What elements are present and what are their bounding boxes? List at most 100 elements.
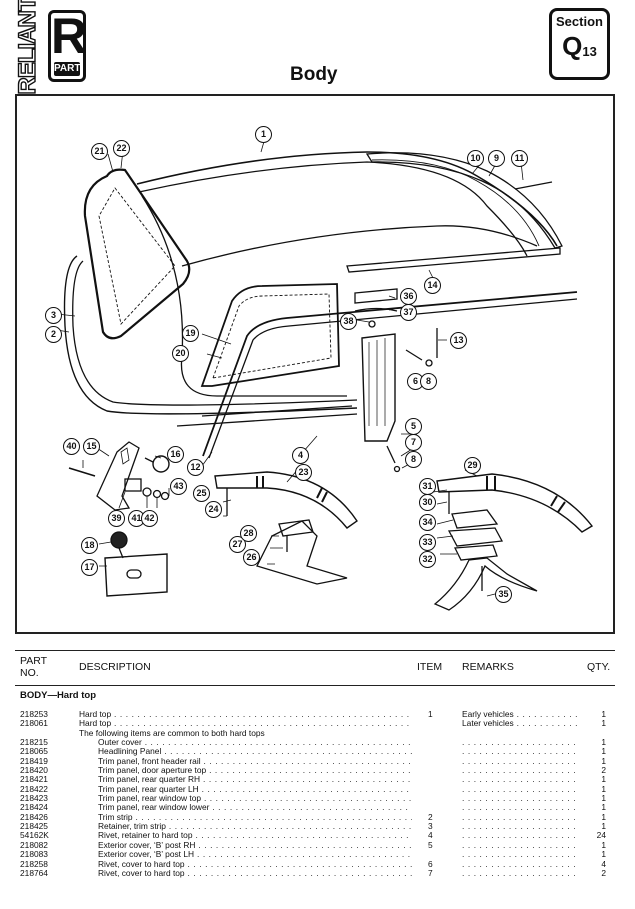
quantity: 1	[592, 849, 606, 859]
leader-dots	[462, 738, 579, 747]
callout-27: 27	[229, 536, 246, 553]
nut-43	[160, 491, 170, 501]
description: Hard top	[79, 710, 412, 719]
description: Hard top	[79, 719, 412, 728]
leader-dots	[462, 775, 579, 784]
quantity: 2	[592, 868, 606, 878]
part-number-text: 218253	[20, 709, 48, 719]
bracket-15-slot	[120, 447, 130, 465]
bracket-15	[96, 441, 140, 511]
quantity-text: 1	[601, 746, 606, 757]
leader-dots	[161, 747, 412, 756]
leader-dots	[514, 710, 579, 719]
callout-42: 42	[141, 510, 158, 527]
door-aperture-seal-inner	[208, 298, 578, 459]
description-text: Trim strip	[98, 812, 133, 822]
part-number: 218065	[20, 747, 48, 756]
description-text: Rivet, cover to hard top	[98, 859, 185, 869]
remarks	[462, 775, 579, 784]
item-number: 4	[428, 831, 433, 840]
description: Rivet, cover to hard top	[98, 860, 412, 869]
quantity: 2	[592, 765, 606, 775]
rivet-6	[405, 349, 423, 361]
callout-9: 9	[488, 150, 505, 167]
part-number-text: 218426	[20, 811, 48, 822]
remarks	[462, 757, 579, 766]
page-title: Body	[290, 64, 338, 85]
callout-15: 15	[83, 438, 100, 455]
callout-39: 39	[108, 510, 125, 527]
description: Trim panel, door aperture top	[98, 766, 412, 775]
callout-30: 30	[419, 494, 436, 511]
callout-8b: 8	[405, 451, 422, 468]
description-text: Hard top	[79, 719, 112, 729]
hard-top-body	[141, 195, 347, 397]
door-aperture-seal	[202, 291, 578, 457]
leader-dots	[199, 785, 412, 794]
part-number-text: 218420	[20, 765, 48, 776]
part-number-text: 218215	[20, 737, 48, 748]
callout-43: 43	[170, 478, 187, 495]
callout-2: 2	[45, 326, 62, 343]
pad-33	[447, 527, 504, 547]
leader-dots	[462, 803, 579, 812]
lower-rail-2	[176, 413, 358, 427]
section-code: Q13	[552, 31, 607, 62]
remarks-text: Early vehicles	[462, 710, 514, 719]
header-part-no-line2: NO.	[20, 667, 39, 679]
description: Exterior cover, ‘B’ post RH	[98, 841, 412, 850]
table-row: 218253 Hard top 1 Early vehicles 1	[20, 709, 615, 719]
remarks	[462, 766, 579, 775]
remarks: Later vehicles	[462, 719, 579, 728]
parts-table-header: PART NO. DESCRIPTION ITEM REMARKS QTY.	[15, 650, 615, 686]
description-text: Rivet, cover to hard top	[98, 868, 185, 878]
description: The following items are common to both h…	[79, 729, 412, 738]
leader-dots	[462, 831, 579, 840]
leader-dots	[209, 803, 412, 812]
part-number-text: 218419	[20, 755, 48, 766]
item-number-text: 5	[428, 839, 433, 850]
callout-40: 40	[63, 438, 80, 455]
exploded-parts-diagram: 1 2 3 4 5 6 7 8 8 9 10 11 12 13 14 15 16…	[15, 94, 615, 634]
callout-33: 33	[419, 534, 436, 551]
header-part-no: PART NO.	[20, 655, 47, 679]
callout-28: 28	[240, 525, 257, 542]
hard-top-roof-edge	[138, 161, 528, 257]
header-part-no-line1: PART	[20, 655, 48, 667]
trim-part-36	[354, 288, 398, 304]
quantity-text: 1	[601, 718, 606, 729]
description: Trim panel, rear quarter LH	[98, 785, 412, 794]
reliant-logo: RELIANT R PART	[12, 0, 90, 95]
trim-part-37	[354, 307, 398, 312]
quantity-text: 1	[601, 709, 606, 719]
part-number: 218082	[20, 840, 48, 850]
remarks	[462, 860, 579, 869]
part-number: 218420	[20, 765, 48, 776]
quantity-text: 1	[601, 737, 606, 748]
hinge-bracket-left	[214, 471, 358, 529]
quantity-text: 1	[601, 821, 606, 832]
callout-1: 1	[255, 126, 272, 143]
hinge-bracket-right-hatch	[486, 476, 566, 513]
leader-dots	[462, 813, 579, 822]
table-row: 218065 Headlining Panel 1	[20, 746, 615, 757]
part-number-text: 218065	[20, 746, 48, 757]
remarks	[462, 738, 579, 747]
quantity: 1	[592, 793, 606, 803]
leader-dots	[185, 869, 412, 878]
part-number: 218083	[20, 849, 48, 859]
part-number: 218764	[20, 868, 48, 878]
callout-8: 8	[420, 373, 437, 390]
washer-42	[152, 489, 162, 499]
description-text: Outer cover	[98, 738, 142, 748]
quantity: 24	[592, 831, 606, 840]
part-number: 218419	[20, 755, 48, 766]
description: Headlining Panel	[98, 747, 412, 756]
item-number-text: 1	[428, 709, 433, 719]
